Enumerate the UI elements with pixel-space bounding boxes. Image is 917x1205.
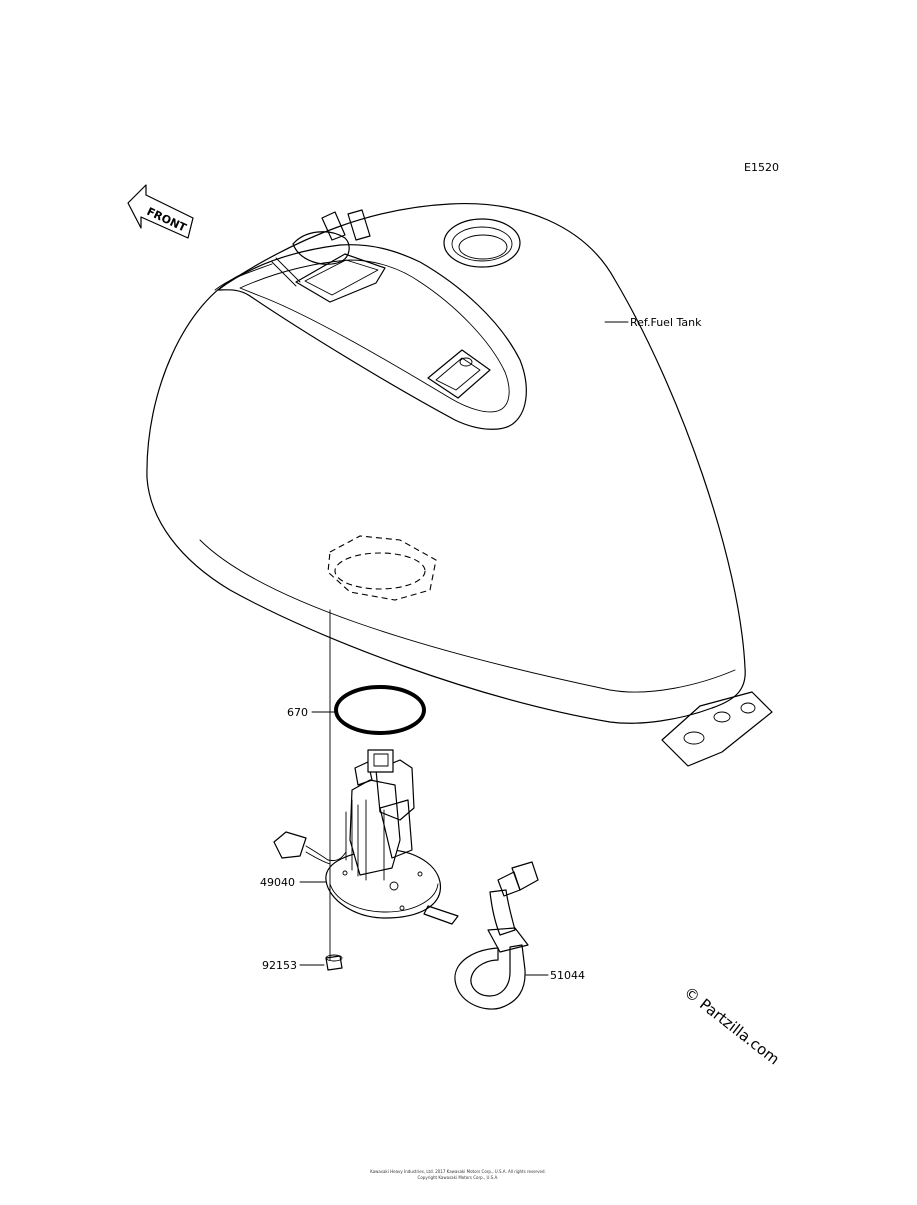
footer-line-2: Copyright Kawasaki Motors Corp., U.S.A. xyxy=(418,1175,499,1180)
fuel-hose: 51044 xyxy=(454,861,585,1010)
callout-fuel-tank: Ref.Fuel Tank xyxy=(604,316,702,329)
fuel-pump-assembly: 49040 xyxy=(260,749,459,925)
part-label-49040: 49040 xyxy=(260,876,295,889)
watermark: © Partzilla.com xyxy=(681,983,783,1068)
o-ring: 670 xyxy=(287,685,426,735)
front-arrow-icon: FRONT xyxy=(127,184,194,239)
part-label-51044: 51044 xyxy=(550,969,585,982)
part-label-670: 670 xyxy=(287,706,308,719)
part-label-ref-fuel-tank: Ref.Fuel Tank xyxy=(630,316,702,329)
fuel-tank xyxy=(146,202,773,767)
diagram-code: E1520 xyxy=(744,161,779,174)
part-label-92153: 92153 xyxy=(262,959,297,972)
screw: 92153 xyxy=(262,954,343,972)
footer-line-1: Kawasaki Heavy Industries, Ltd. 2017 Kaw… xyxy=(370,1169,546,1174)
front-label: FRONT xyxy=(145,205,189,235)
